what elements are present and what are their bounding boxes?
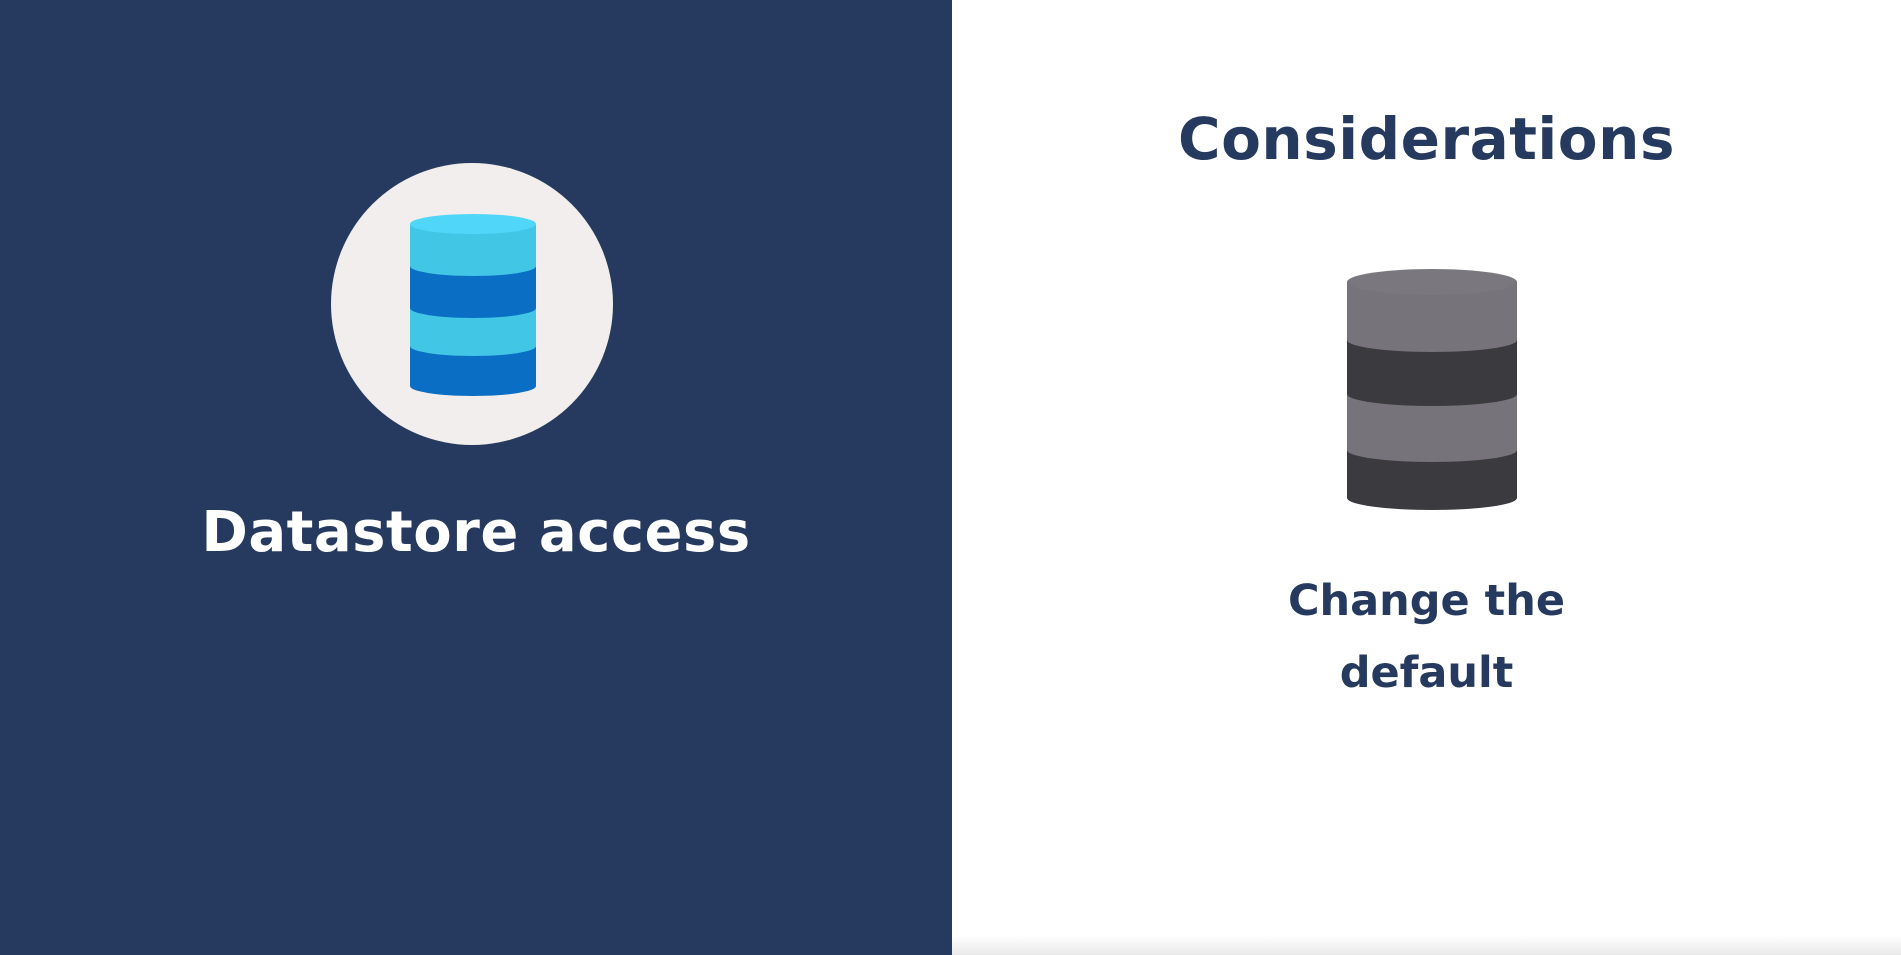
database-gray-icon [1347, 269, 1517, 510]
caption-line-2: default [1339, 648, 1514, 698]
icon-circle [331, 163, 613, 445]
left-panel: Datastore access [0, 0, 952, 955]
database-icon [410, 214, 536, 396]
right-panel: Considerations Change the default [952, 0, 1901, 955]
caption-line-1: Change the [1287, 576, 1566, 626]
section-title: Datastore access [201, 500, 751, 565]
considerations-heading: Considerations [1178, 105, 1675, 173]
bottom-fade [952, 935, 1901, 955]
gray-database [1347, 268, 1517, 513]
consideration-caption: Change the default [952, 565, 1901, 709]
